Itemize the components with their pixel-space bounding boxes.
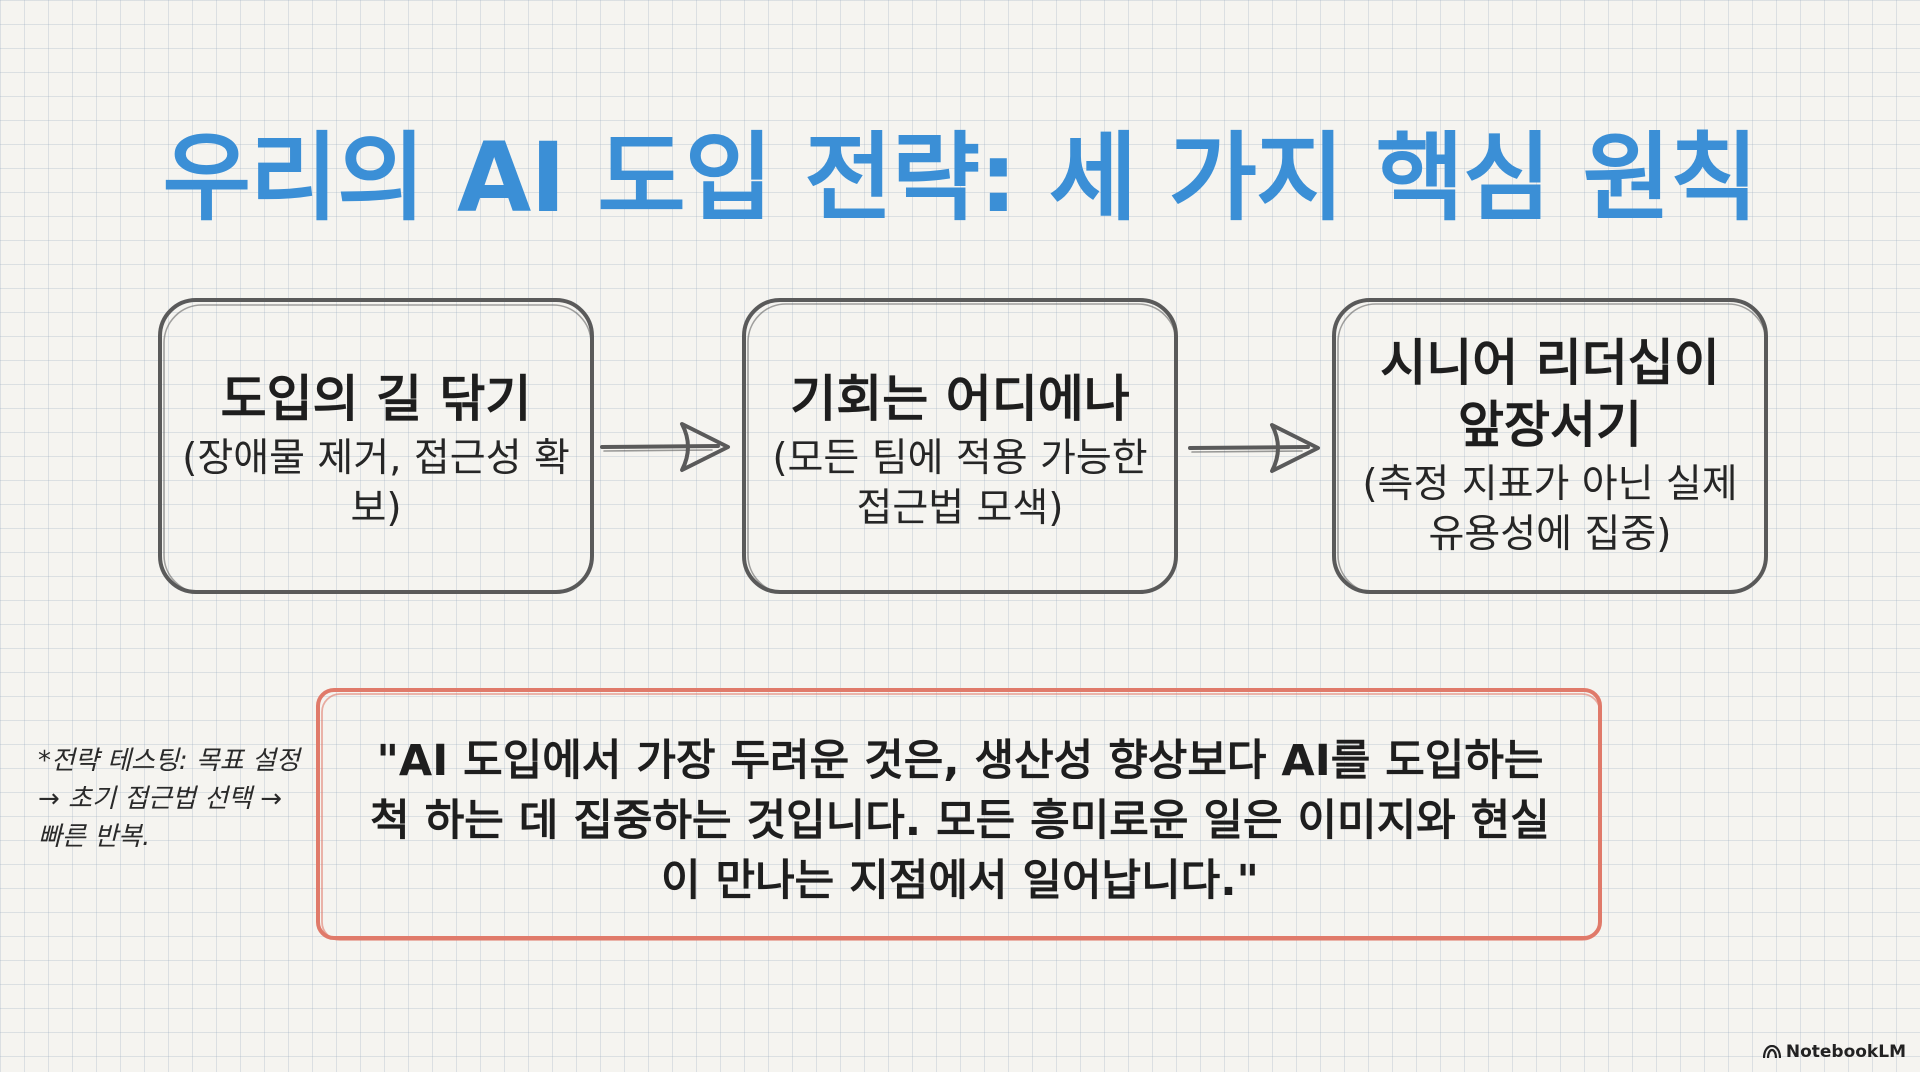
step-subtext: (장애물 제거, 접근성 확보): [182, 436, 570, 531]
brand-watermark: NotebookLM: [1762, 1042, 1906, 1062]
step-card-2: 기회는 어디에나 (모든 팀에 적용 가능한 접근법 모색): [744, 300, 1176, 592]
quote-text: "AI 도입에서 가장 두려운 것은, 생산성 향상보다 AI를 도입하는 척 …: [370, 736, 1550, 906]
step-heading: 시니어 리더십이 앞장서기: [1380, 334, 1720, 454]
page-title: 우리의 AI 도입 전략: 세 가지 핵심 원칙: [162, 122, 1759, 234]
notebooklm-logo-icon: [1762, 1045, 1781, 1059]
step-card-1: 도입의 길 닦기 (장애물 제거, 접근성 확보): [160, 300, 592, 592]
step-heading: 기회는 어디에나: [790, 370, 1130, 428]
step-heading: 도입의 길 닦기: [220, 370, 532, 428]
brand-label: NotebookLM: [1785, 1042, 1906, 1062]
quote-block: "AI 도입에서 가장 두려운 것은, 생산성 향상보다 AI를 도입하는 척 …: [340, 706, 1580, 936]
step-subtext: (모든 팀에 적용 가능한 접근법 모색): [772, 436, 1148, 531]
arrow-right-icon: [1188, 423, 1320, 473]
arrow-right-icon: [600, 422, 730, 472]
step-subtext: (측정 지표가 아닌 실제 유용성에 집중): [1362, 462, 1738, 557]
step-card-3: 시니어 리더십이 앞장서기 (측정 지표가 아닌 실제 유용성에 집중): [1334, 300, 1766, 592]
side-note: *전략 테스팅: 목표 설정 → 초기 접근법 선택 → 빠른 반복.: [38, 746, 300, 852]
